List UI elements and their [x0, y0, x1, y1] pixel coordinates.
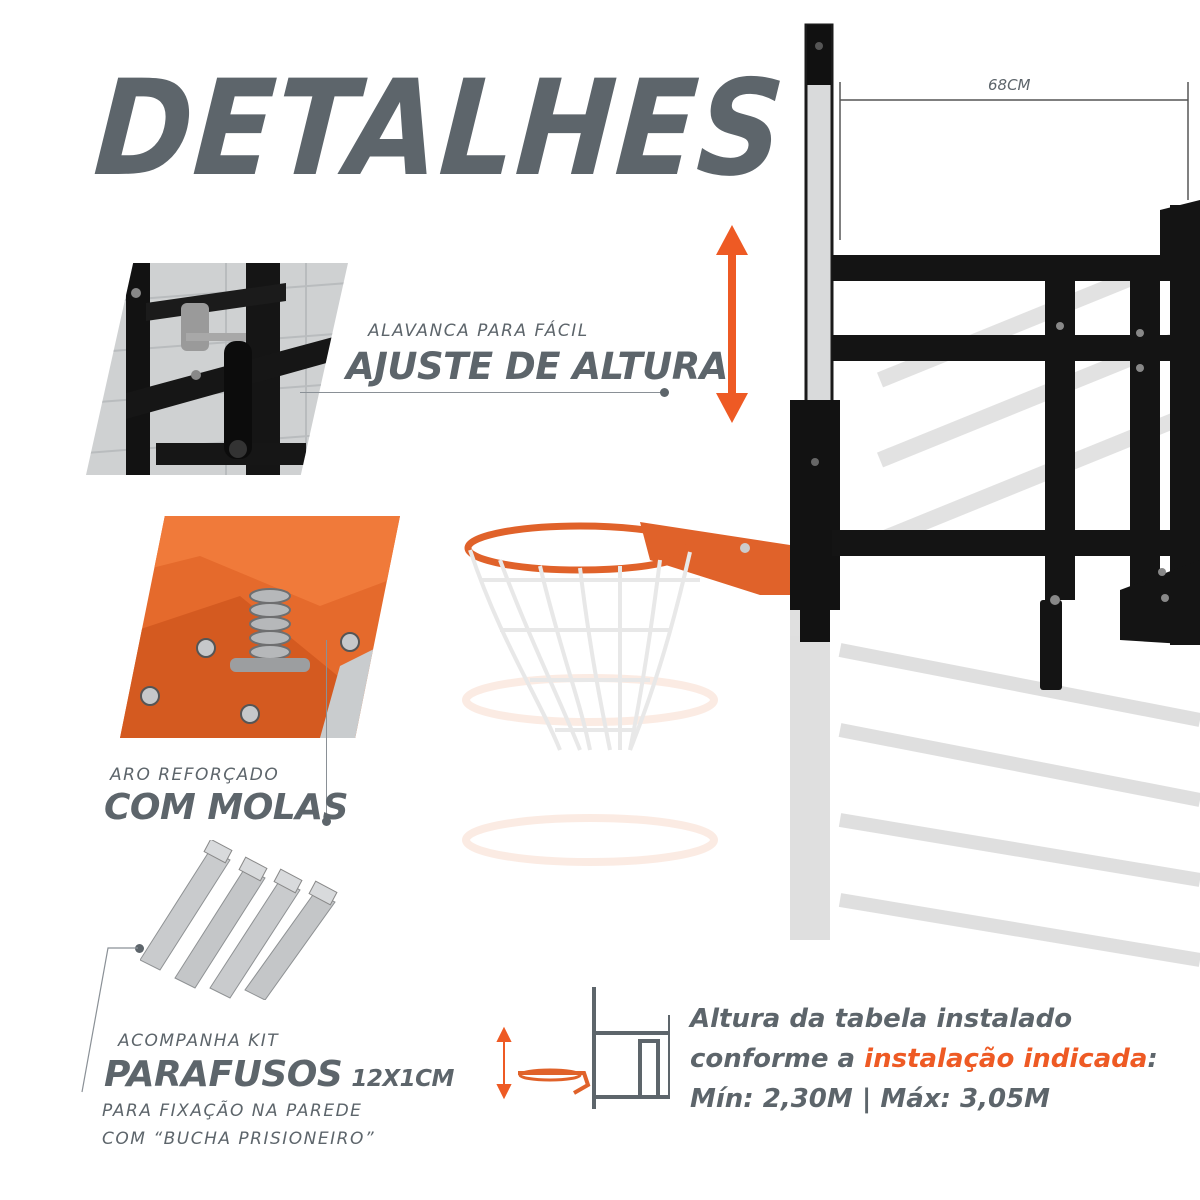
rim-photo	[120, 516, 400, 738]
bolt	[140, 840, 233, 971]
rim-leader-vertical	[326, 640, 327, 820]
up-down-arrow-icon	[716, 225, 748, 423]
rim-photo-art	[120, 516, 400, 738]
rim-caption-big: COM MOLAS	[104, 787, 349, 828]
kit-caption-row: PARAFUSOS 12X1CM	[104, 1057, 454, 1093]
kit-caption-line2: COM “BUCHA PRISIONEIRO”	[102, 1129, 376, 1149]
lever-leader-line	[300, 392, 664, 393]
kit-caption-small: ACOMPANHA KIT	[118, 1031, 280, 1051]
bolts-photo	[140, 840, 338, 1000]
bolt	[244, 880, 338, 1000]
bolt	[174, 856, 268, 989]
lever-caption-big: AJUSTE DE ALTURA	[346, 345, 728, 388]
install-line-3: Mín: 2,30M | Máx: 3,05M	[690, 1084, 1051, 1114]
kit-leader-line	[81, 947, 138, 1093]
rim-caption-small: ARO REFORÇADO	[110, 765, 280, 785]
install-line-2-prefix: conforme a	[690, 1044, 865, 1074]
install-line-2-highlight: instalação indicada	[864, 1044, 1148, 1074]
reflection	[462, 600, 1200, 967]
kit-caption-big: PARAFUSOS	[104, 1054, 343, 1095]
lever-caption-small: ALAVANCA PARA FÁCIL	[368, 321, 589, 341]
install-line-1: Altura da tabela instalado	[690, 1004, 1073, 1034]
width-dimension-label: 68CM	[988, 76, 1031, 94]
kit-leader-dot	[135, 944, 144, 953]
height-diagram-icon	[496, 987, 670, 1109]
rim-leader-dot	[322, 817, 331, 826]
kit-caption-line1: PARA FIXAÇÃO NA PAREDE	[102, 1101, 363, 1121]
hoop-product-image	[462, 23, 1200, 967]
kit-caption-size: 12X1CM	[351, 1066, 454, 1092]
bolt	[209, 868, 303, 999]
install-line-2: conforme a instalação indicada:	[690, 1039, 1158, 1079]
lever-photo-art	[86, 263, 348, 475]
lever-photo	[86, 263, 348, 475]
install-line-2-suffix: :	[1147, 1044, 1158, 1074]
lever-leader-dot	[660, 388, 669, 397]
